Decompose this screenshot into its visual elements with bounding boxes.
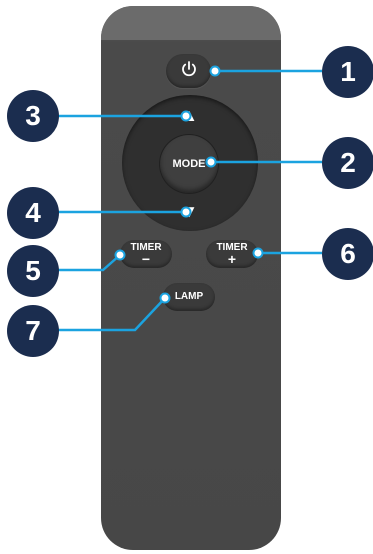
callout-badge-5: 5: [7, 245, 59, 297]
callout-dot-6: [252, 247, 264, 259]
callout-badge-7: 7: [7, 305, 59, 357]
callout-dot-4: [180, 206, 192, 218]
callout-number-4: 4: [25, 197, 41, 228]
callout-dot-3: [180, 110, 192, 122]
callout-number-6: 6: [340, 238, 356, 269]
lamp-button-label: LAMP: [174, 291, 204, 302]
callout-number-3: 3: [25, 100, 41, 131]
plus-icon: +: [227, 251, 237, 267]
callout-dot-7: [159, 292, 171, 304]
callout-badge-4: 4: [7, 187, 59, 239]
mode-button-label: MODE: [172, 158, 206, 170]
timer-minus-label: TIMER: [130, 242, 162, 253]
callout-dot-5: [114, 249, 126, 261]
callout-number-1: 1: [340, 56, 356, 87]
remote-top-edge: [101, 6, 281, 40]
callout-number-2: 2: [340, 147, 356, 178]
callout-badge-3: 3: [7, 90, 59, 142]
minus-icon: −: [141, 251, 151, 267]
callout-line-5: [58, 254, 121, 272]
timer-plus-button[interactable]: TIMER +: [206, 240, 258, 268]
callout-badge-1: 1: [322, 46, 373, 98]
callout-badge-6: 6: [322, 228, 373, 280]
power-icon: [180, 60, 198, 83]
callout-number-7: 7: [25, 315, 41, 346]
timer-minus-button[interactable]: TIMER −: [120, 240, 172, 268]
callout-dot-1: [209, 65, 221, 77]
callout-line-7: [58, 297, 166, 332]
lamp-button[interactable]: LAMP: [163, 283, 215, 311]
callout-number-5: 5: [25, 255, 41, 286]
timer-plus-label: TIMER: [216, 242, 248, 253]
callout-badge-2: 2: [322, 137, 373, 189]
power-button[interactable]: [166, 54, 211, 88]
callout-dot-2: [205, 156, 217, 168]
